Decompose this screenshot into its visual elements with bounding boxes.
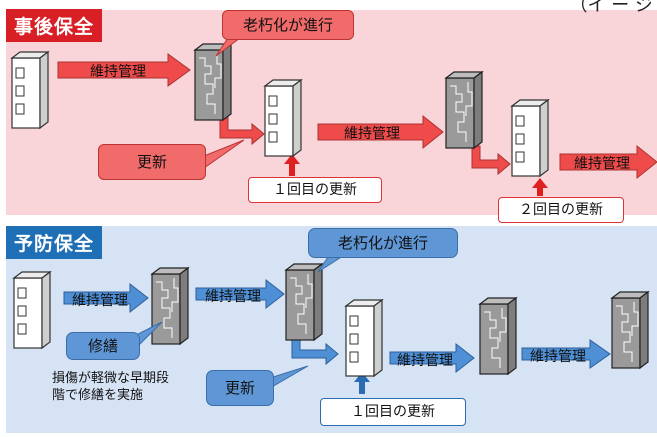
arrow-reactive-3	[559, 144, 657, 180]
reactive-renewal-callout: 更新	[98, 144, 206, 180]
arrow-reactive-2	[317, 114, 444, 150]
reactive-deterioration-callout: 老朽化が進行	[222, 10, 354, 40]
structure-old-1	[194, 43, 232, 121]
preventive-repair-callout: 修繕	[66, 332, 140, 360]
up-arrow-reactive-1	[284, 154, 300, 176]
elbow-arrow-reactive-2	[471, 145, 511, 176]
structure-slightly-old	[151, 267, 189, 345]
structure-old-4	[479, 297, 517, 375]
preventive-maintenance-label-3: 維持管理	[397, 353, 453, 369]
structure-new-1	[11, 51, 49, 129]
reactive-first-renewal-label: １回目の更新	[248, 177, 382, 203]
reactive-maintenance-label-3: 維持管理	[574, 156, 630, 172]
arrow-preventive-2	[195, 278, 285, 310]
arrow-preventive-4	[521, 339, 611, 369]
reactive-maintenance-label-1: 維持管理	[90, 64, 146, 80]
callout-tail-reactive-renewal	[203, 139, 245, 169]
elbow-arrow-reactive-1	[219, 111, 265, 146]
reactive-maintenance-label-2: 維持管理	[344, 126, 400, 142]
arrow-reactive-1	[57, 53, 191, 87]
preventive-maintenance-title: 予防保全	[6, 226, 103, 259]
preventive-renewal-callout: 更新	[206, 370, 274, 406]
structure-old-3	[285, 263, 323, 341]
structure-old-2	[445, 71, 483, 149]
preventive-maintenance-label-1: 維持管理	[72, 293, 128, 309]
repair-note-line-2: 階で修繕を実施	[52, 388, 144, 403]
arrow-preventive-1	[63, 282, 149, 314]
structure-old-5	[611, 291, 649, 369]
preventive-maintenance-label-2: 維持管理	[205, 289, 261, 305]
preventive-deterioration-callout: 老朽化が進行	[308, 228, 458, 258]
up-arrow-preventive	[354, 372, 370, 394]
structure-new-3	[511, 99, 549, 177]
preventive-maintenance-label-4: 維持管理	[530, 349, 586, 365]
reactive-maintenance-title: 事後保全	[6, 9, 103, 42]
preventive-first-renewal-label: １回目の更新	[320, 398, 466, 426]
reactive-second-renewal-label: ２回目の更新	[498, 197, 624, 223]
repair-note-line-1: 損傷が軽微な早期段	[52, 371, 170, 386]
structure-new-5	[345, 299, 383, 377]
header-corner-text: （イ ー ジ	[569, 0, 653, 16]
structure-new-4	[13, 271, 51, 349]
callout-tail-preventive-renewal	[269, 365, 309, 389]
structure-new-2	[264, 79, 302, 157]
arrow-preventive-3	[389, 342, 475, 374]
preventive-repair-note: 損傷が軽微な早期段 階で修繕を実施	[52, 370, 192, 404]
up-arrow-reactive-2	[532, 178, 548, 196]
